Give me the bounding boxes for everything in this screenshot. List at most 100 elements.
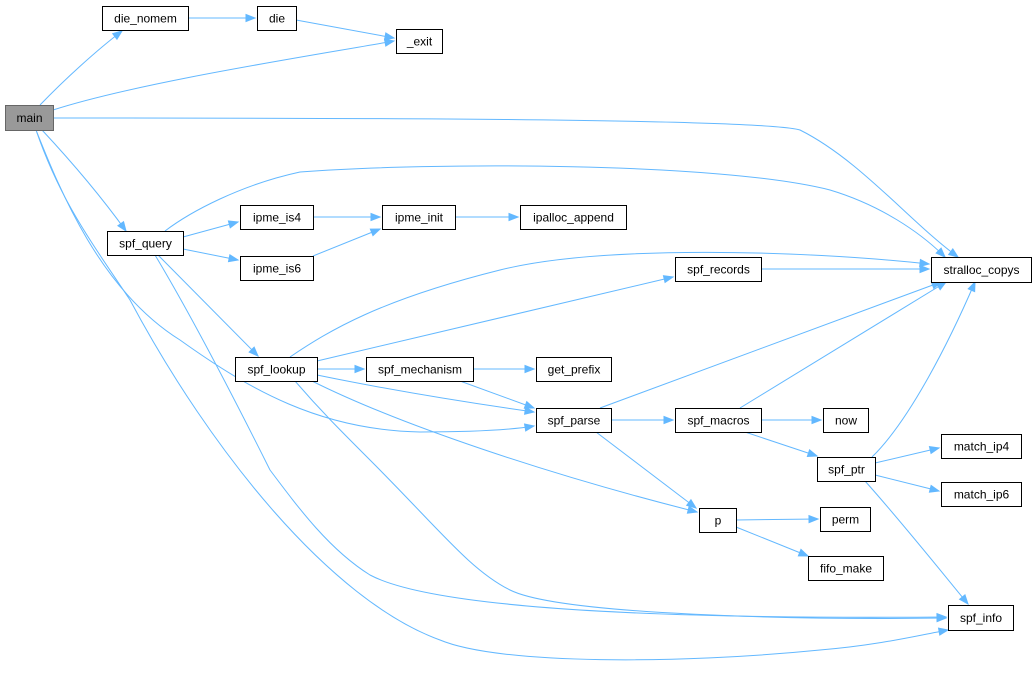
edge-line [735,526,809,557]
edge-line [295,19,395,39]
arrow-head-icon [227,220,240,229]
node-box[interactable] [240,205,314,230]
edge-line [289,251,930,358]
node-label: stralloc_copys [943,263,1019,277]
node-box[interactable] [699,508,737,533]
node-label: now [835,414,857,428]
node-box[interactable] [817,457,876,482]
edge-main-to-spf_parse [35,129,536,433]
node-box[interactable] [5,105,54,131]
node-label: die_nomem [114,12,177,26]
arrow-head-icon [369,228,382,237]
edge-line [874,474,940,492]
node-box[interactable] [240,256,314,281]
node-label: spf_ptr [828,463,865,477]
arrow-head-icon [797,548,810,557]
arrow-head-icon [508,212,520,222]
edge-spf_query-to-spf_lookup [157,254,259,357]
edge-spf_lookup-to-spf_mechanism [317,364,366,374]
node-spf_query[interactable]: spf_query [107,231,184,256]
edge-spf_lookup-to-stralloc_copys [289,251,931,358]
node-box[interactable] [382,205,456,230]
node-box[interactable] [102,6,189,31]
node-box[interactable] [366,357,474,382]
node-label: ipme_init [395,211,444,225]
edge-line [154,254,947,618]
node-_exit[interactable]: _exit [396,29,443,54]
node-box[interactable] [520,205,627,230]
edge-spf_parse-to-p [595,431,698,509]
edge-p-to-fifo_make [735,526,810,557]
arrow-head-icon [811,415,823,425]
node-box[interactable] [808,556,884,581]
node-box[interactable] [235,357,318,382]
arrow-head-icon [248,346,259,357]
edge-p-to-perm [735,514,820,524]
node-spf_macros[interactable]: spf_macros [675,408,762,433]
node-box[interactable] [536,357,612,382]
node-label: match_ip4 [954,440,1010,454]
node-stralloc_copys[interactable]: stralloc_copys [931,257,1032,283]
arrow-head-icon [524,364,536,374]
node-spf_parse[interactable]: spf_parse [536,408,612,433]
node-ipme_is6[interactable]: ipme_is6 [240,256,314,281]
node-fifo_make[interactable]: fifo_make [808,556,884,581]
edge-line [157,254,259,357]
node-box[interactable] [948,605,1014,631]
node-label: ipme_is6 [253,262,301,276]
edge-main-to-_exit [52,38,396,111]
node-label: main [16,111,42,125]
node-box[interactable] [257,6,297,31]
node-get_prefix[interactable]: get_prefix [536,357,612,382]
edge-spf_lookup-to-p [311,380,699,514]
edge-spf_lookup-to-spf_parse [316,374,536,415]
node-box[interactable] [107,231,184,256]
arrow-head-icon [958,593,969,606]
edge-line [874,447,940,464]
edge-die_nomem-to-die [188,13,257,23]
node-box[interactable] [941,434,1022,459]
arrow-head-icon [919,264,931,274]
node-perm[interactable]: perm [820,507,871,532]
node-box[interactable] [675,257,762,282]
arrow-head-icon [383,32,396,41]
node-spf_ptr[interactable]: spf_ptr [817,457,876,482]
edge-line [39,30,123,106]
node-box[interactable] [931,257,1032,283]
node-box[interactable] [675,408,762,433]
arrow-head-icon [227,253,240,263]
edge-line [595,431,697,509]
node-spf_info[interactable]: spf_info [948,605,1014,631]
node-box[interactable] [820,507,871,532]
node-now[interactable]: now [823,408,869,433]
arrow-head-icon [936,613,948,623]
node-box[interactable] [941,482,1022,507]
node-ipalloc_append[interactable]: ipalloc_append [520,205,627,230]
edge-spf_ptr-to-match_ip6 [874,474,941,493]
node-spf_records[interactable]: spf_records [675,257,762,282]
node-main[interactable]: main [5,105,54,131]
node-label: ipalloc_append [533,211,614,225]
edge-ipme_is4-to-ipme_init [313,212,382,222]
node-match_ip6[interactable]: match_ip6 [941,482,1022,507]
edge-spf_lookup-to-spf_info [294,380,948,623]
node-ipme_init[interactable]: ipme_init [382,205,456,230]
arrow-head-icon [524,406,536,415]
node-box[interactable] [536,408,612,433]
edge-line [35,129,535,433]
node-label: spf_mechanism [378,363,462,377]
node-spf_lookup[interactable]: spf_lookup [235,357,318,382]
node-die_nomem[interactable]: die_nomem [102,6,189,31]
node-ipme_is4[interactable]: ipme_is4 [240,205,314,230]
edge-line [182,221,239,238]
node-box[interactable] [823,408,869,433]
arrow-head-icon [686,505,699,514]
arrow-head-icon [685,498,698,509]
node-match_ip4[interactable]: match_ip4 [941,434,1022,459]
node-spf_mechanism[interactable]: spf_mechanism [366,357,474,382]
node-box[interactable] [396,29,443,54]
arrow-head-icon [663,415,675,425]
node-die[interactable]: die [257,6,297,31]
node-p[interactable]: p [699,508,737,533]
